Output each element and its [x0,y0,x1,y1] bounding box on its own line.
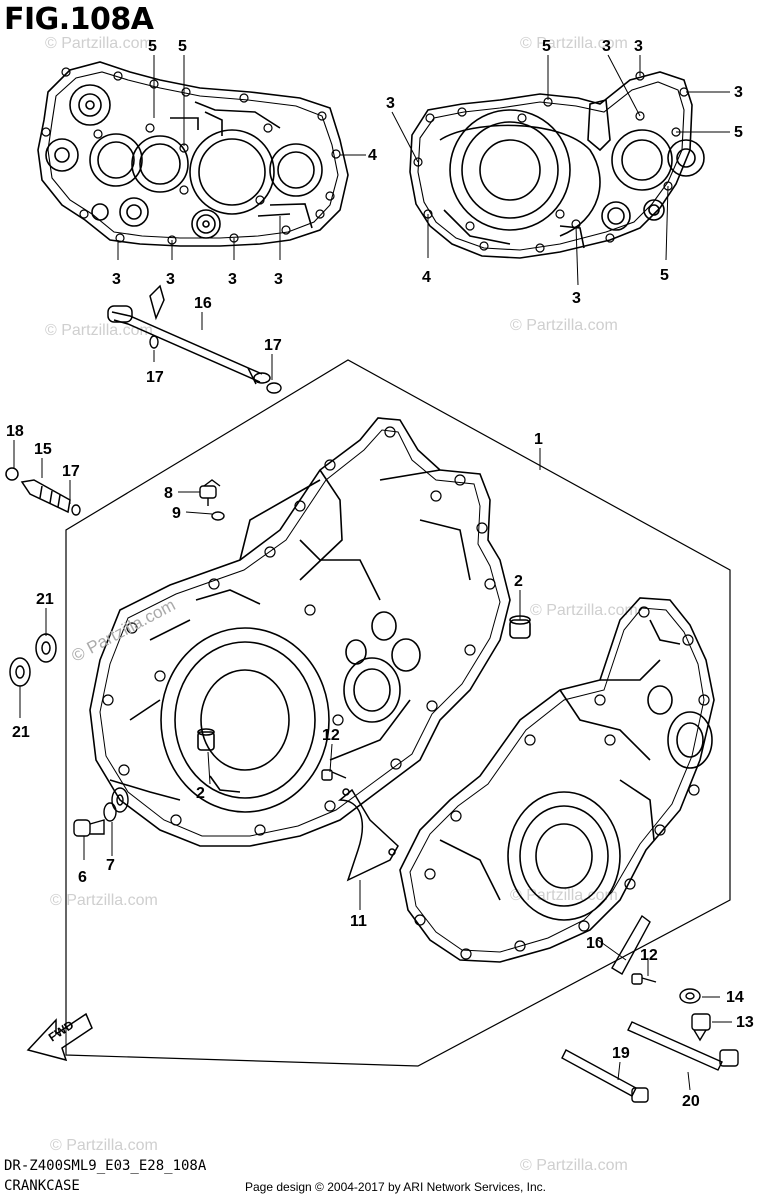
callout: 2 [514,573,523,590]
bolt-19 [561,1049,649,1103]
callout: 3 [602,38,611,55]
callout: 1 [534,431,543,448]
callout: 10 [586,935,604,952]
callout: 3 [274,271,283,288]
figure-title: FIG.108A [4,2,154,37]
callout: 3 [572,290,581,307]
watermark: © Partzilla.com [45,35,153,52]
callout: 8 [164,485,173,502]
diagram-code: DR-Z400SML9_E03_E28_108A [4,1158,207,1174]
assembly-boundary [65,359,731,1067]
watermark: © Partzilla.com [50,1137,158,1154]
callout: 17 [264,337,282,354]
watermark: © Partzilla.com [520,35,628,52]
callout: 16 [194,295,212,312]
callout: 4 [368,147,377,164]
callout: 3 [112,271,121,288]
callout: 3 [166,271,175,288]
callout-numbers: 5 5 4 3 3 3 3 5 3 3 3 5 3 4 3 5 16 17 17… [6,38,754,1110]
callout: 5 [660,267,669,284]
callout: 3 [228,271,237,288]
callout: 3 [634,38,643,55]
callout: 11 [350,913,367,930]
washer-14 [679,988,701,1004]
bolt-6 [73,787,129,837]
callout: 14 [726,989,744,1006]
crankcase-left-half-outer-view [37,61,349,247]
callout: 20 [682,1093,700,1110]
watermark: © Partzilla.com [50,892,158,909]
callout: 19 [612,1045,630,1062]
callout: 5 [178,38,187,55]
crankcase-right-half [399,597,715,963]
watermark: © Partzilla.com [510,887,618,904]
watermark-diagonal: © Partzilla.com [68,595,178,666]
fwd-arrow-icon: FWD [26,1012,93,1062]
screw-12 [321,769,657,985]
plug-8 [199,479,225,521]
callout: 7 [106,857,115,874]
leader-lines [13,54,732,1091]
callout: 17 [62,463,80,480]
watermark: © Partzilla.com [45,322,153,339]
plug-13 [691,1013,711,1042]
crankcase-left-half [89,417,531,847]
oil-pipe-16 [107,284,271,385]
crankcase-right-half-outer-view [409,71,705,259]
watermark: © Partzilla.com [530,602,638,619]
plate-10 [611,914,651,975]
callout: 13 [736,1014,754,1031]
callout: 21 [36,591,54,608]
callout: 17 [146,369,164,386]
callout: 9 [172,505,181,522]
watermark: © Partzilla.com [510,317,618,334]
plate-11 [337,788,399,882]
bolt-20 [627,1021,739,1071]
oil-seal-21 [9,633,57,687]
callout: 5 [148,38,157,55]
callout: 12 [640,947,658,964]
pin-15 [5,467,71,514]
callout: 18 [6,423,24,440]
watermark-layer: © Partzilla.com © Partzilla.com © Partzi… [45,35,638,1174]
callout: 4 [422,269,431,286]
callout: 12 [322,727,340,744]
callout: 15 [34,441,52,458]
section-name: CRANKCASE [4,1178,80,1194]
copyright-credit: Page design © 2004-2017 by ARI Network S… [245,1180,547,1194]
watermark: © Partzilla.com [520,1157,628,1174]
callout: 3 [734,84,743,101]
callout: 5 [542,38,551,55]
callout: 21 [12,724,30,741]
o-ring-17 [71,335,282,516]
callout: 2 [196,785,205,802]
callout: 3 [386,95,395,112]
callout: 6 [78,869,87,886]
callout: 5 [734,124,743,141]
